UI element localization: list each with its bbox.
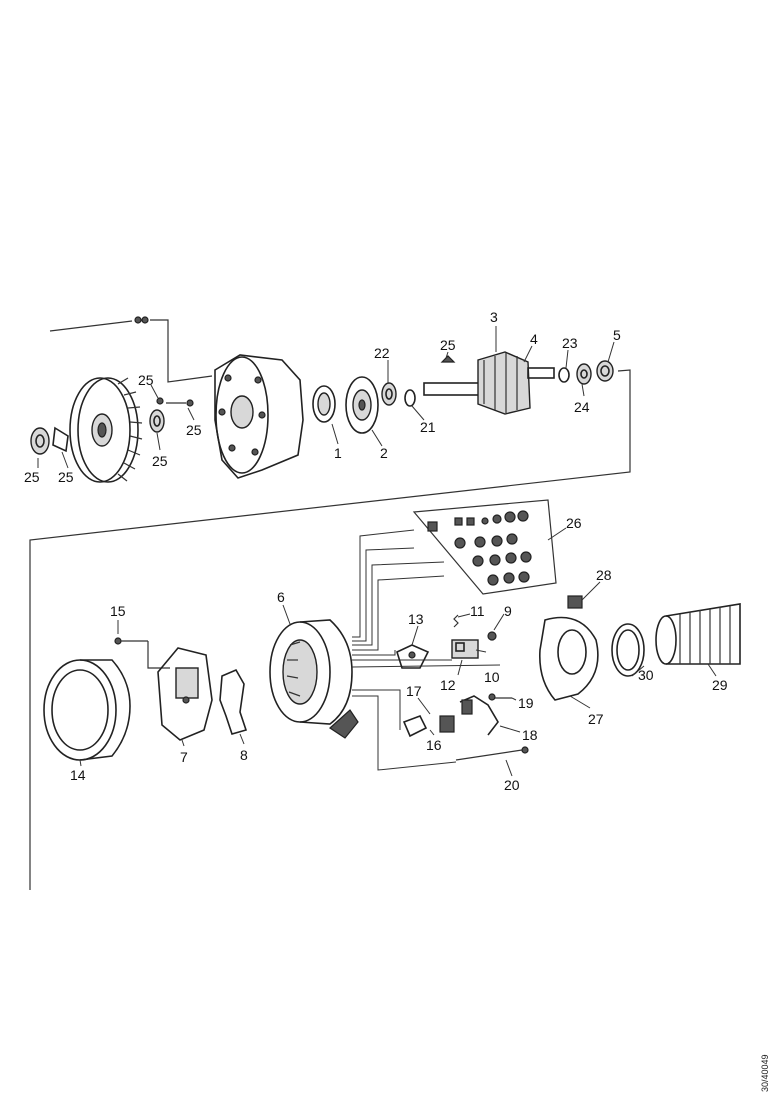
leader-lines [37, 326, 717, 777]
part-10-regulator [451, 639, 479, 659]
label-14: 14 [70, 767, 86, 783]
part-26-hardware-kit [412, 499, 557, 595]
label-13: 13 [408, 611, 424, 627]
part-17-brush [439, 715, 455, 733]
rotor [423, 351, 555, 415]
part-29-air-hose [655, 603, 741, 665]
label-25: 25 [152, 453, 168, 469]
part-8-gasket [219, 668, 248, 735]
pulley-fan [69, 377, 143, 483]
label-17: 17 [406, 683, 422, 699]
part-6-stator-housing [269, 619, 359, 739]
label-25: 25 [58, 469, 74, 485]
part-24-bearing [576, 363, 592, 385]
part-9-screw [487, 631, 497, 641]
part-28-clip [567, 595, 583, 609]
label-29: 29 [712, 677, 728, 693]
part-20-bolt [455, 746, 529, 761]
label-9: 9 [504, 603, 512, 619]
label-12: 12 [440, 677, 456, 693]
label-22: 22 [374, 345, 390, 361]
label-25: 25 [24, 469, 40, 485]
part-19-screw [488, 693, 512, 701]
part-25-washer [52, 426, 69, 453]
label-5: 5 [613, 327, 621, 343]
label-16: 16 [426, 737, 442, 753]
label-25: 25 [440, 337, 456, 353]
drive-end-housing [214, 354, 304, 479]
part-5-bearing [596, 360, 614, 382]
upper-assembly-lines [29, 316, 631, 890]
label-28: 28 [596, 567, 612, 583]
label-18: 18 [522, 727, 538, 743]
callout-labels: 25 25 25 25 25 1 2 22 21 25 3 4 23 24 5 … [24, 309, 728, 793]
reference-code: 30/40049 [760, 1054, 770, 1092]
label-24: 24 [574, 399, 590, 415]
label-2: 2 [380, 445, 388, 461]
label-19: 19 [518, 695, 534, 711]
label-30: 30 [638, 667, 654, 683]
label-21: 21 [420, 419, 436, 435]
label-6: 6 [277, 589, 285, 605]
label-10: 10 [484, 669, 500, 685]
part-22-ring [381, 382, 397, 406]
part-23-washer [558, 367, 570, 383]
label-15: 15 [110, 603, 126, 619]
part-16-brush-holder [402, 714, 428, 738]
lead-lines [351, 529, 501, 771]
part-18-lead [459, 695, 499, 736]
part-15-screw [114, 637, 170, 669]
part-27-shroud [538, 616, 599, 701]
part-13-plate [396, 644, 430, 669]
part-7-end-cover [157, 647, 213, 741]
label-4: 4 [530, 331, 538, 347]
label-27: 27 [588, 711, 604, 727]
label-11: 11 [470, 603, 485, 619]
part-25-key [156, 397, 194, 407]
part-30-ring [611, 623, 645, 677]
part-2-retainer [345, 376, 379, 434]
part-25-woodruff-key [440, 355, 456, 363]
part-11-spring [453, 614, 459, 628]
label-1: 1 [334, 445, 342, 461]
label-25: 25 [186, 422, 202, 438]
part-1-bearing [312, 385, 336, 423]
part-25-spacer [149, 409, 165, 433]
part-25-nut [30, 427, 50, 455]
label-20: 20 [504, 777, 520, 793]
label-26: 26 [566, 515, 582, 531]
part-14-ring-housing [43, 659, 131, 761]
label-25: 25 [138, 372, 154, 388]
label-23: 23 [562, 335, 578, 351]
label-7: 7 [180, 749, 188, 765]
part-21-snap-ring [404, 389, 416, 407]
label-8: 8 [240, 747, 248, 763]
label-3: 3 [490, 309, 498, 325]
